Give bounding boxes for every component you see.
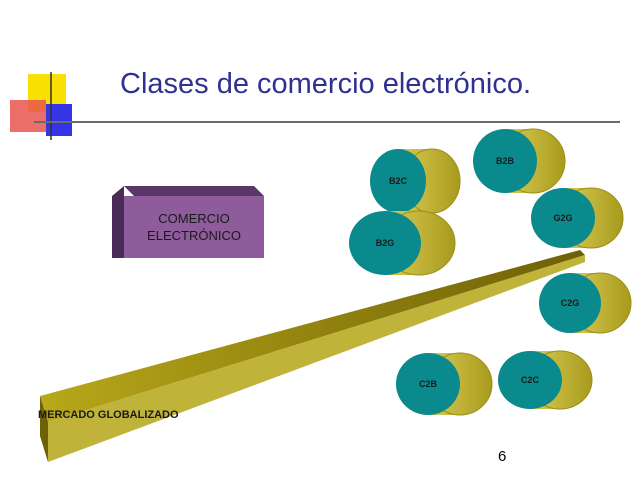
- cylinder-label-c2c: C2C: [521, 375, 540, 385]
- cylinder-face: [473, 129, 537, 193]
- center-box-line2: ELECTRÓNICO: [147, 228, 241, 243]
- cylinder-face: [349, 211, 421, 275]
- cylinder-label-c2g: C2G: [561, 298, 580, 308]
- cylinder-label-b2c: B2C: [389, 176, 408, 186]
- market-label: MERCADO GLOBALIZADO: [38, 409, 179, 421]
- center-box-label: COMERCIO ELECTRÓNICO: [124, 210, 264, 244]
- page-number: 6: [498, 448, 507, 465]
- slide-title: Clases de comercio electrónico.: [120, 68, 532, 100]
- cylinder-face: [498, 351, 562, 409]
- center-box-line1: COMERCIO: [158, 211, 230, 226]
- cylinder-c2c: C2C: [498, 350, 593, 410]
- cylinder-label-c2b: C2B: [419, 379, 438, 389]
- cylinder-b2g: B2G: [349, 210, 456, 276]
- cylinder-face: [396, 353, 460, 415]
- cylinder-c2b: C2B: [396, 352, 493, 416]
- cylinder-label-b2g: B2G: [376, 238, 395, 248]
- cylinder-label-b2b: B2B: [496, 156, 515, 166]
- cylinder-face: [370, 149, 426, 213]
- decorative-logo-icon: [10, 72, 72, 140]
- cylinder-face: [539, 273, 601, 333]
- cylinder-face: [531, 188, 595, 248]
- cylinder-b2c: B2C: [370, 148, 461, 214]
- cylinder-b2b: B2B: [473, 128, 566, 194]
- cylinders: B2C B2B B2G G2G C2G C2B C2C: [349, 128, 632, 416]
- cylinder-label-g2g: G2G: [553, 213, 572, 223]
- cylinder-c2g: C2G: [539, 272, 632, 334]
- market-beam: [40, 250, 585, 462]
- ecommerce-box: [112, 186, 264, 258]
- cylinder-g2g: G2G: [531, 187, 624, 249]
